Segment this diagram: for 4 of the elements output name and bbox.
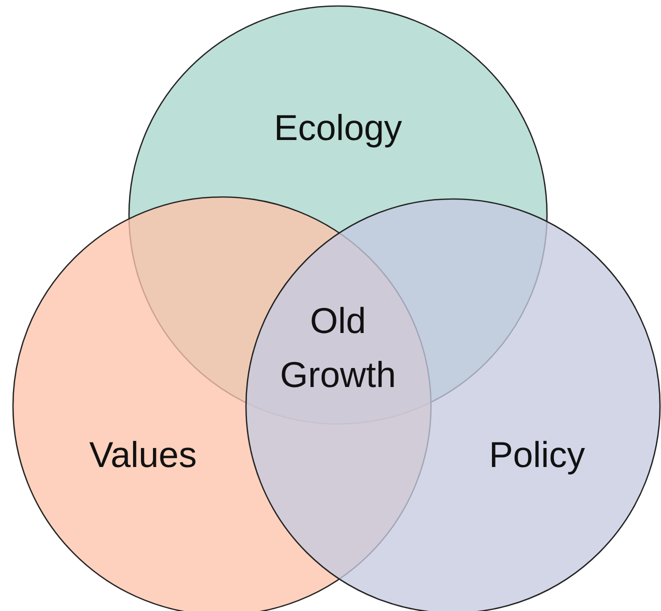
circle-label: Ecology xyxy=(274,107,402,149)
circle-label: Policy xyxy=(488,434,586,476)
circle-label: Values xyxy=(89,434,197,476)
intersection-label: Old Growth xyxy=(278,299,398,397)
